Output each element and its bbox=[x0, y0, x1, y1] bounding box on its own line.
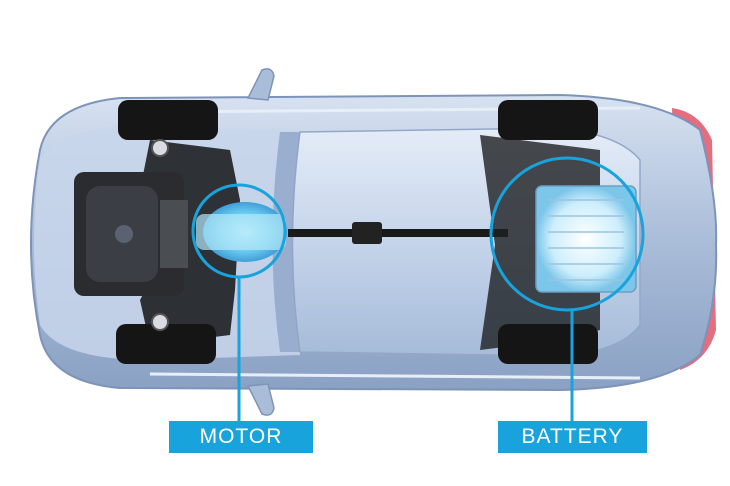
battery-label: BATTERY bbox=[498, 421, 647, 453]
engine-detail bbox=[160, 200, 188, 268]
strut-front-bottom bbox=[151, 313, 169, 331]
battery-ribs bbox=[548, 199, 624, 281]
windshield bbox=[272, 132, 300, 352]
mirror-top bbox=[246, 68, 275, 101]
wheel-rear-top bbox=[498, 100, 598, 140]
wheel-front-bottom bbox=[116, 324, 216, 364]
wheel-front-top bbox=[118, 100, 218, 140]
drive-shaft bbox=[288, 229, 508, 237]
mirror-bottom bbox=[246, 383, 275, 416]
motor-label: MOTOR bbox=[169, 421, 313, 453]
wheel-rear-bottom bbox=[498, 324, 598, 364]
engine-logo bbox=[115, 225, 133, 243]
battery-pack bbox=[535, 185, 637, 293]
strut-front-top bbox=[151, 139, 169, 157]
transmission bbox=[196, 214, 286, 250]
drive-shaft-joint bbox=[352, 222, 382, 244]
battery-callout-circle bbox=[489, 156, 645, 312]
door-line-bottom bbox=[149, 372, 641, 380]
